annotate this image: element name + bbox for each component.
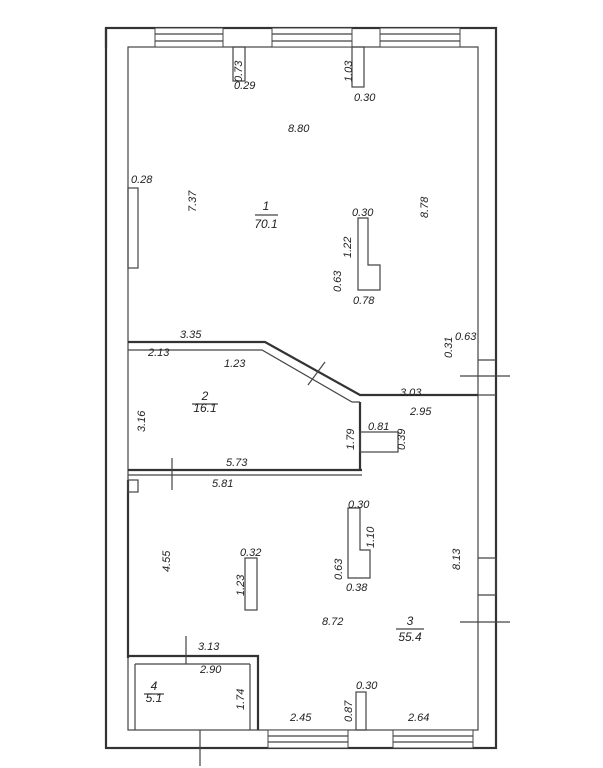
windows-bottom [267, 729, 474, 749]
room-label-1: 1 70.1 [254, 199, 278, 231]
dim-label: 0.63 [333, 558, 345, 580]
room-3-number: 3 [407, 614, 414, 628]
room-3-area: 55.4 [398, 630, 422, 644]
room-3-walls [126, 479, 371, 658]
dim-label: 0.31 [443, 337, 455, 358]
room-4-number: 4 [151, 679, 158, 693]
room-4-walls [128, 636, 367, 766]
dim-label: 4.55 [161, 550, 173, 572]
windows-top [154, 27, 461, 48]
dim-label: 0.63 [332, 270, 344, 292]
dim-label: 0.30 [352, 207, 374, 219]
dim-label: 1.74 [235, 689, 247, 710]
dim-label: 0.38 [346, 582, 368, 594]
dim-label: 0.78 [353, 295, 375, 307]
dim-label: 0.30 [348, 499, 370, 511]
dim-label: 2.45 [289, 712, 312, 724]
dim-label: 1.22 [342, 237, 354, 258]
dim-label: 1.10 [365, 526, 377, 548]
room-4-area: 5.1 [146, 691, 163, 705]
dim-label: 0.73 [233, 60, 245, 82]
dim-label: 2.64 [407, 712, 429, 724]
dim-label: 0.32 [240, 547, 261, 559]
dim-label: 0.63 [455, 331, 477, 343]
dim-label: 3.35 [180, 329, 202, 341]
right-wall-details [460, 359, 510, 623]
dim-label: 1.03 [343, 60, 355, 82]
partition-2-3 [128, 402, 399, 490]
dim-label: 5.81 [212, 478, 233, 490]
room-2-area: 16.1 [193, 401, 216, 415]
left-wall-notch [127, 187, 139, 269]
dim-label: 2.95 [409, 406, 432, 418]
partition-1-2 [128, 340, 478, 403]
dim-label: 0.81 [368, 421, 389, 433]
dim-label: 3.16 [136, 410, 148, 432]
dim-label: 0.30 [354, 92, 376, 104]
room-label-4: 4 5.1 [144, 679, 164, 705]
dim-label: 0.29 [234, 80, 255, 92]
dim-label: 1.23 [224, 358, 246, 370]
dim-label: 8.80 [288, 123, 310, 135]
dim-label: 3.03 [400, 387, 422, 399]
dim-label: 0.28 [131, 174, 153, 186]
dim-label: 2.13 [147, 347, 170, 359]
room-1-number: 1 [263, 199, 270, 213]
dim-label: 8.13 [451, 548, 463, 570]
dim-label: 8.72 [322, 616, 343, 628]
dim-label: 0.87 [343, 700, 355, 722]
dim-label: 3.13 [198, 641, 220, 653]
dim-label: 5.73 [226, 457, 248, 469]
column-room-1 [357, 217, 381, 291]
dimension-labels-vertical: 0.73 1.03 7.37 8.78 1.22 0.63 0.31 3.16 … [136, 60, 463, 722]
dim-label: 7.37 [187, 190, 199, 212]
room-label-3: 3 55.4 [396, 614, 424, 644]
room-2-number: 2 [201, 389, 209, 403]
top-piers [232, 46, 365, 88]
dim-label: 1.23 [235, 574, 247, 596]
dim-label: 0.30 [356, 680, 378, 692]
dim-label: 1.79 [345, 429, 357, 450]
dim-label: 0.39 [396, 429, 408, 450]
dim-label: 2.90 [199, 664, 222, 676]
room-1-area: 70.1 [254, 217, 277, 231]
outer-walls [104, 26, 498, 750]
dimension-labels: 0.29 0.30 8.80 0.28 0.30 0.78 3.35 2.13 … [131, 80, 477, 724]
room-label-2: 2 16.1 [192, 389, 218, 415]
dim-label: 8.78 [419, 196, 431, 218]
